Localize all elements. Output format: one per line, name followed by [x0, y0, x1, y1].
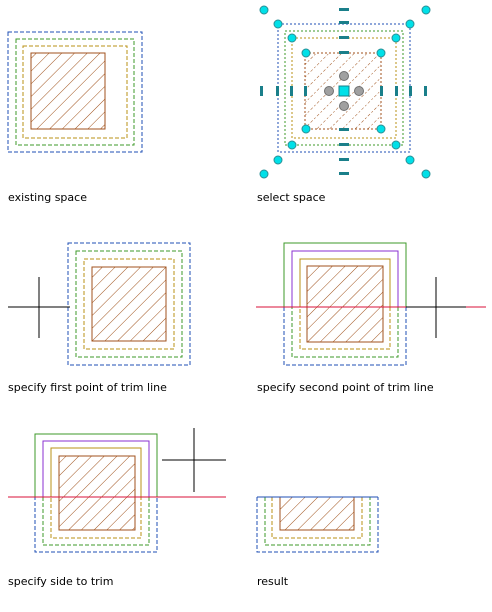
- grip[interactable]: [339, 8, 349, 11]
- crosshair-cursor: [8, 277, 70, 338]
- caption-select-space: select space: [257, 191, 326, 204]
- grip[interactable]: [339, 21, 349, 24]
- grip[interactable]: [273, 19, 283, 29]
- upper-solid-boundary: [283, 242, 407, 307]
- grip[interactable]: [405, 155, 415, 165]
- grip[interactable]: [424, 86, 427, 96]
- grip[interactable]: [260, 86, 263, 96]
- grip[interactable]: [354, 86, 364, 96]
- grip[interactable]: [259, 169, 269, 179]
- grip[interactable]: [405, 19, 415, 29]
- grip[interactable]: [273, 155, 283, 165]
- grip[interactable]: [287, 140, 297, 150]
- grip[interactable]: [421, 169, 431, 179]
- hatched-space: [91, 266, 167, 342]
- grip[interactable]: [339, 128, 349, 131]
- grip[interactable]: [290, 86, 293, 96]
- grip[interactable]: [376, 124, 386, 134]
- caption-result: result: [257, 575, 289, 588]
- hatched-space: [279, 496, 355, 531]
- middle-boundary: [264, 497, 371, 546]
- middle-boundary: [15, 38, 135, 146]
- grip[interactable]: [339, 36, 349, 39]
- caption-second-point: specify second point of trim line: [257, 381, 434, 394]
- grip[interactable]: [395, 86, 398, 96]
- grip[interactable]: [376, 48, 386, 58]
- grip[interactable]: [339, 158, 349, 161]
- caption-side-to-trim: specify side to trim: [8, 575, 114, 588]
- grip[interactable]: [409, 86, 412, 96]
- grip[interactable]: [339, 143, 349, 146]
- upper-solid-boundary: [34, 433, 158, 497]
- grip[interactable]: [301, 48, 311, 58]
- hatched-space: [30, 52, 106, 130]
- upper-solid-boundary: [299, 258, 391, 307]
- grip[interactable]: [339, 101, 349, 111]
- grip[interactable]: [287, 33, 297, 43]
- grip[interactable]: [338, 85, 350, 97]
- caption-first-point: specify first point of trim line: [8, 381, 167, 394]
- caption-existing-space: existing space: [8, 191, 87, 204]
- inner-boundary: [271, 497, 363, 539]
- center-grips[interactable]: [324, 71, 364, 111]
- crosshair-cursor: [406, 277, 466, 338]
- inner-boundary: [22, 45, 128, 139]
- inner-boundary: [83, 258, 175, 350]
- panel-side-to-trim: [8, 428, 226, 553]
- upper-solid-boundary: [42, 440, 150, 497]
- corner-grips[interactable]: [259, 5, 431, 179]
- grip[interactable]: [259, 5, 269, 15]
- hatched-space: [58, 455, 136, 531]
- outer-boundary: [256, 497, 379, 553]
- grip[interactable]: [339, 71, 349, 81]
- grip[interactable]: [339, 172, 349, 175]
- grip[interactable]: [276, 86, 279, 96]
- panel-result: [256, 496, 379, 553]
- outer-boundary: [67, 242, 191, 366]
- grip[interactable]: [380, 86, 383, 96]
- middle-boundary: [75, 250, 183, 358]
- grip[interactable]: [301, 124, 311, 134]
- crosshair-cursor: [162, 428, 226, 492]
- grip[interactable]: [324, 86, 334, 96]
- grip[interactable]: [391, 33, 401, 43]
- panel-first-point: [8, 242, 191, 366]
- upper-solid-boundary: [50, 447, 142, 497]
- outer-boundary: [7, 31, 143, 153]
- edge-grips[interactable]: [260, 8, 427, 175]
- grip[interactable]: [391, 140, 401, 150]
- grip[interactable]: [421, 5, 431, 15]
- upper-solid-boundary: [291, 250, 399, 307]
- hatched-space: [306, 265, 384, 343]
- panel-select-space: [259, 5, 431, 179]
- panel-second-point: [256, 242, 486, 366]
- grip[interactable]: [304, 86, 307, 96]
- grip[interactable]: [339, 51, 349, 54]
- panel-existing-space: [7, 31, 143, 153]
